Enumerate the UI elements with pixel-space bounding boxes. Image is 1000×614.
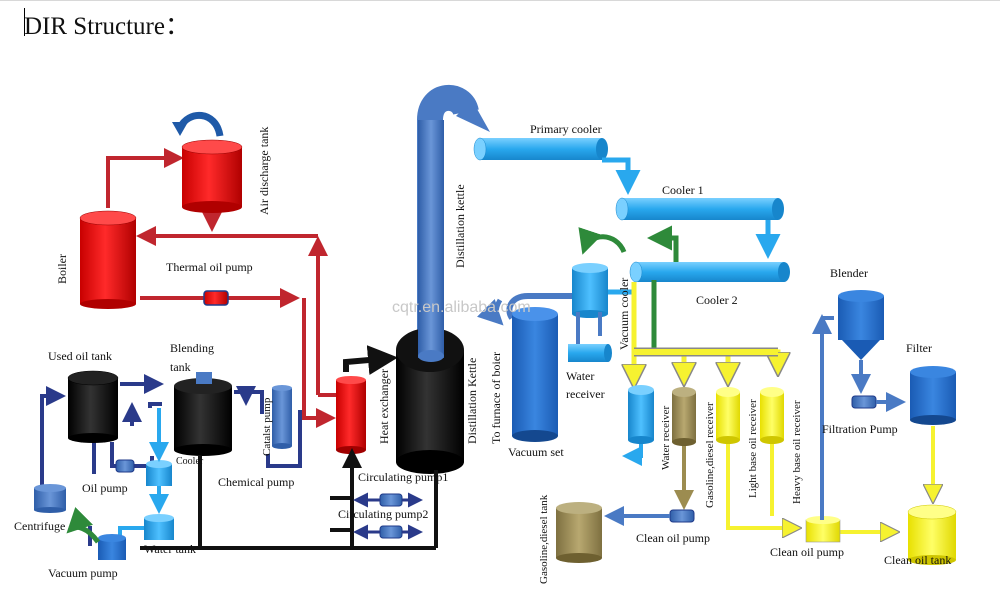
label-water-receiver-line1: Water (566, 369, 594, 383)
yellow-manifold (634, 282, 778, 384)
thermal-oil-pipes (106, 148, 336, 428)
centrifuge (34, 484, 66, 513)
label-distillation-kettle: Distillation kettle (453, 184, 467, 268)
label-centrifuge: Centrifuge (14, 519, 65, 533)
water-tank (118, 514, 174, 540)
feed-pipes-navy (40, 374, 302, 546)
primary-cooler (473, 137, 608, 161)
text-cursor (24, 8, 25, 36)
label-blending-line1: Blending (170, 341, 214, 355)
label-catalst-pump: Catalst pump (261, 397, 273, 456)
label-gasoline-diesel-receiver: Gasoline,diesel receiver (704, 402, 716, 508)
cooler-2 (629, 261, 790, 283)
label-boiler: Boiler (55, 254, 69, 284)
filter (910, 366, 956, 500)
label-air-discharge-tank: Air discharge tank (257, 127, 271, 215)
label-light-base-oil-receiver: Light base oil receiver (747, 399, 759, 498)
green-return-arrows (578, 225, 679, 350)
used-oil-tank (67, 370, 119, 443)
label-blender: Blender (830, 266, 868, 280)
light-base-oil-receiver (716, 387, 740, 444)
label-clean-oil-tank: Clean oil tank (884, 553, 951, 567)
blender (838, 290, 884, 394)
vacuum-cooler (572, 263, 632, 344)
clean-oil-pump-1 (604, 506, 695, 526)
label-cooler: Cooler (176, 456, 204, 467)
cooler-1 (615, 197, 784, 221)
label-filter: Filter (906, 341, 932, 355)
label-to-furnace: To furnace of boier (489, 352, 503, 444)
label-heat-exchanger: Heat exchanger (377, 369, 391, 444)
water-receiver-small (568, 344, 612, 362)
label-water-receiver-vertical: Water receiver (660, 406, 672, 470)
gasoline-diesel-tank (556, 502, 602, 563)
thermal-oil-pump (203, 290, 229, 306)
cooler-link-1 (602, 157, 641, 195)
label-water-tank: Water tank (144, 542, 196, 556)
feed-pipes-black (140, 448, 438, 550)
label-filtration-pump: Filtration Pump (822, 422, 898, 436)
page-top-rule (0, 0, 1000, 1)
label-primary-cooler: Primary cooler (530, 122, 602, 136)
label-circulating-pump-1: Circulating pump1 (358, 470, 448, 484)
label-gasoline-diesel-tank: Gasoline,diesel tank (538, 494, 550, 584)
yellow-to-clean-pump (726, 444, 896, 532)
label-clean-oil-pump-2: Clean oil pump (770, 545, 844, 559)
catalst-pump (272, 385, 292, 449)
air-discharge-tank (172, 111, 243, 213)
cooler-left (146, 408, 172, 514)
label-vacuum-cooler: Vacuum cooler (617, 278, 631, 350)
filtration-pump (851, 392, 906, 412)
circulating-pump-2 (353, 524, 423, 540)
label-cooler-2: Cooler 2 (696, 293, 738, 307)
watermark: cqtr.en.alibaba.com (392, 299, 531, 316)
label-water-receiver-line2: receiver (566, 387, 605, 401)
label-blending-line2: tank (170, 360, 191, 374)
label-clean-oil-pump-1: Clean oil pump (636, 531, 710, 545)
water-receiver (622, 385, 654, 466)
label-vacuum-set: Vacuum set (508, 445, 564, 459)
label-oil-pump: Oil pump (82, 481, 128, 495)
label-thermal-oil-pump: Thermal oil pump (166, 260, 253, 274)
label-circulating-pump-2: Circulating pump2 (338, 507, 428, 521)
boiler (79, 210, 137, 309)
label-used-oil-tank: Used oil tank (48, 349, 112, 363)
clean-oil-pump-2 (805, 314, 841, 543)
blending-tank (174, 372, 232, 456)
label-vacuum-pump: Vacuum pump (48, 566, 118, 580)
label-cooler-1: Cooler 1 (662, 183, 704, 197)
vacuum-pump (66, 507, 126, 560)
clean-oil-tank (907, 504, 957, 565)
gasoline-diesel-receiver (672, 387, 696, 510)
vacuum-set (477, 293, 572, 442)
label-heavy-base-oil-receiver: Heavy base oil receiver (791, 400, 803, 504)
page-title: DIR Structure： (24, 13, 190, 40)
label-distillation-kettle-2: Distillation Kettle (465, 358, 479, 444)
heavy-base-oil-receiver (760, 387, 784, 444)
circulating-pump-1 (353, 492, 423, 508)
oil-pump (115, 459, 135, 473)
label-chemical-pump: Chemical pump (218, 475, 294, 489)
distillation-kettle (396, 84, 490, 474)
